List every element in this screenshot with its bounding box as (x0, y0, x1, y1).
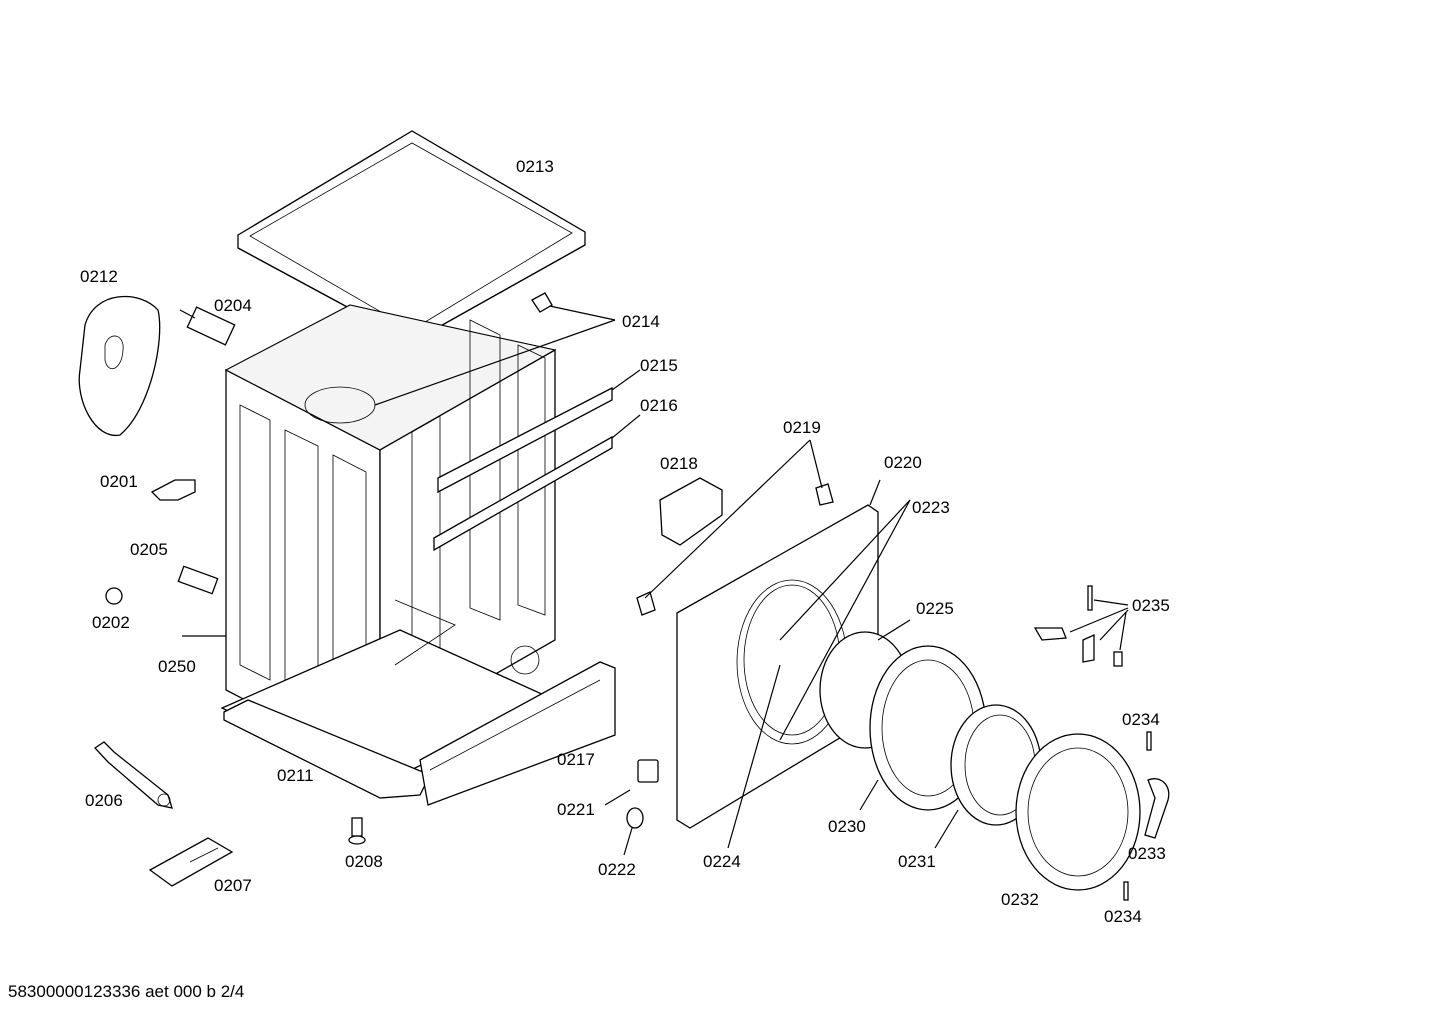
label-0225: 0225 (916, 599, 954, 618)
label-0221: 0221 (557, 800, 595, 819)
label-0201: 0201 (100, 472, 138, 491)
part-0222-knob (623, 807, 644, 856)
label-0232: 0232 (1001, 890, 1039, 909)
label-0217: 0217 (557, 750, 595, 769)
part-0221-switch (604, 759, 659, 806)
label-0208: 0208 (345, 852, 383, 871)
part-0234-pin-top (1146, 731, 1152, 751)
label-0204: 0204 (214, 296, 252, 315)
part-0212-rear-cover (78, 295, 161, 436)
footer-code: 58300000123336 aet 000 b 2/4 (8, 982, 244, 1001)
label-0202: 0202 (92, 613, 130, 632)
part-labels: 0213 0212 0204 0214 0215 0216 0201 0205 … (80, 157, 1170, 926)
part-0204-motor-brush (179, 306, 236, 346)
label-0234-bottom: 0234 (1104, 907, 1142, 926)
label-0206: 0206 (85, 791, 123, 810)
part-bottom-plate (223, 699, 431, 799)
part-0235-latch (1033, 585, 1129, 667)
label-0235: 0235 (1132, 596, 1170, 615)
part-0201-clip (150, 479, 196, 501)
label-0219: 0219 (783, 418, 821, 437)
label-0223: 0223 (912, 498, 950, 517)
part-0206-wrench (94, 741, 173, 809)
part-0207-plate (148, 837, 234, 887)
label-0231: 0231 (898, 852, 936, 871)
label-0233: 0233 (1128, 844, 1166, 863)
part-0202-knob (105, 587, 123, 605)
part-0233-handle (1144, 778, 1170, 839)
part-0205-filter (177, 565, 219, 595)
label-0207: 0207 (214, 876, 252, 895)
label-0218: 0218 (660, 454, 698, 473)
part-0234-pin-bottom (1123, 881, 1129, 901)
label-0224: 0224 (703, 852, 741, 871)
part-0218-door-lock (659, 477, 723, 546)
part-0232-outer-ring (1015, 733, 1141, 891)
label-0214: 0214 (622, 312, 660, 331)
label-0215: 0215 (640, 356, 678, 375)
label-0216: 0216 (640, 396, 678, 415)
label-0205: 0205 (130, 540, 168, 559)
label-0230: 0230 (828, 817, 866, 836)
part-detergent-drawer (419, 661, 616, 806)
label-0220: 0220 (884, 453, 922, 472)
label-0211: 0211 (277, 766, 314, 785)
part-0219-hinge (636, 439, 834, 616)
label-0250: 0250 (158, 657, 196, 676)
part-0214-bracket (531, 292, 553, 313)
label-0213: 0213 (516, 157, 554, 176)
part-0208-foot (348, 817, 366, 845)
label-0212: 0212 (80, 267, 118, 286)
label-0222: 0222 (598, 860, 636, 879)
label-0234-top: 0234 (1122, 710, 1160, 729)
